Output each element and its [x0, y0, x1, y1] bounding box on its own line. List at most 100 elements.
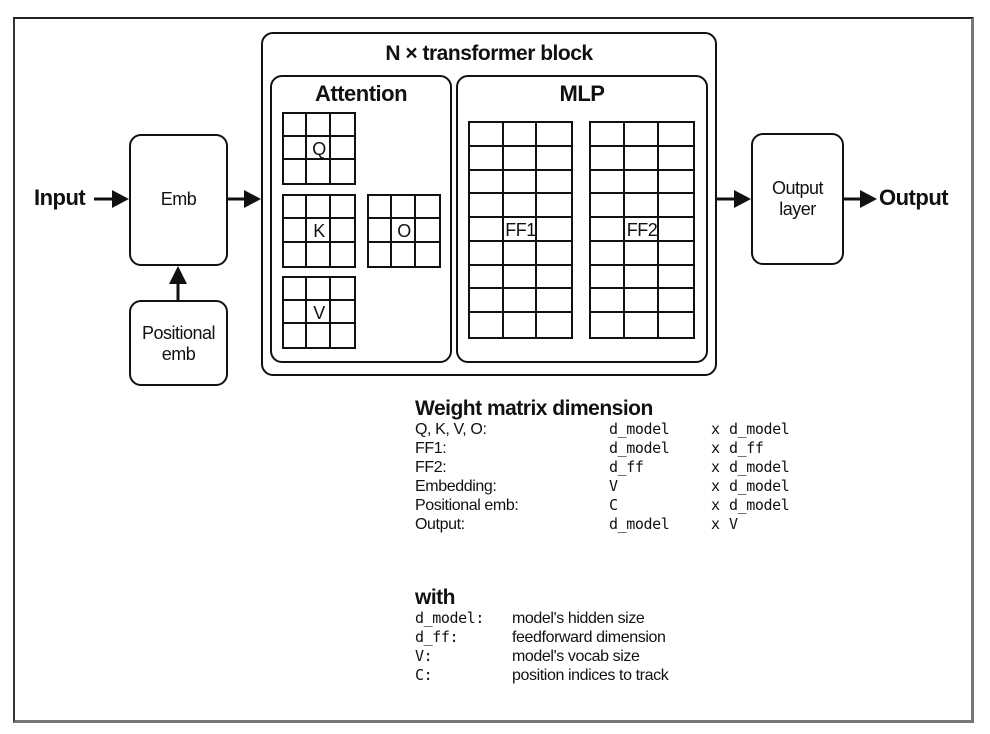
matrix-name: FF1: [415, 440, 447, 457]
arrow-positional-to-emb [169, 266, 187, 300]
output-label: Output [879, 185, 949, 210]
ff2-matrix-label: FF2 [626, 220, 658, 240]
attention-title: Attention [314, 81, 408, 106]
meaning: feedforward dimension [512, 629, 666, 646]
matrix-cell [307, 301, 331, 324]
matrix-cell [659, 289, 693, 314]
matrix-cell [625, 123, 659, 147]
positional-emb-label-line2: emb [161, 344, 196, 364]
matrix-cell [331, 324, 354, 347]
definitions-title: with [415, 586, 456, 609]
matrix-cell [625, 289, 659, 314]
symbol: d_ff: [415, 628, 459, 646]
dim2: V [729, 515, 738, 533]
matrix-cell [307, 324, 331, 347]
input-label: Input [34, 185, 86, 210]
matrix-cell [307, 114, 331, 137]
dim2: d_model [729, 477, 790, 495]
emb-label: Emb [160, 189, 197, 209]
matrix-cell [470, 218, 504, 242]
matrix-cell [369, 242, 393, 266]
matrix-cell [470, 194, 504, 219]
matrix-cell [659, 194, 693, 219]
matrix-cell [537, 194, 571, 219]
matrix-cell [284, 242, 308, 266]
matrix-cell [591, 170, 625, 195]
matrix-cell [625, 265, 659, 290]
dim1: d_model [609, 439, 670, 457]
matrix-name: Embedding: [415, 478, 497, 495]
matrix-cell [331, 160, 354, 183]
matrix-cell [330, 196, 354, 220]
matrix-cell [503, 289, 538, 314]
matrix-cell [470, 241, 504, 266]
matrix-cell [537, 266, 571, 290]
definition-row: d_model:model's hidden size [415, 609, 835, 628]
matrix-cell [537, 218, 571, 242]
matrix-cell [503, 146, 538, 171]
matrix-cell [537, 123, 571, 147]
q-matrix-label: Q [312, 138, 326, 159]
matrix-cell [307, 160, 331, 183]
arrow-output-layer-to-output [844, 190, 877, 208]
dim2: d_model [729, 458, 790, 476]
matrix-cell [284, 160, 308, 183]
transformer-block-title: N × transformer block [385, 42, 593, 65]
matrix-cell [470, 123, 504, 147]
matrix-cell [625, 194, 659, 219]
matrix-cell [392, 219, 416, 243]
matrix-cell [330, 301, 354, 324]
symbol: d_model: [415, 609, 485, 627]
o-matrix [367, 194, 441, 268]
matrix-cell [503, 241, 538, 266]
positional-emb-box: Positional emb [129, 300, 228, 386]
dim2: d_model [729, 496, 790, 514]
times-sign: x [711, 477, 720, 495]
k-matrix [282, 194, 356, 268]
matrix-cell [503, 194, 538, 219]
matrix-cell [307, 196, 331, 220]
matrix-cell [537, 171, 571, 195]
matrix-cell [392, 242, 416, 266]
matrix-cell [330, 219, 354, 243]
output-layer-label-line1: Output [771, 178, 824, 198]
dim2: d_model [729, 420, 790, 438]
matrix-cell [659, 123, 693, 147]
meaning: model's vocab size [512, 648, 640, 665]
arrow-transformer-to-output-layer [717, 190, 751, 208]
matrix-cell [537, 313, 571, 337]
matrix-cell [625, 170, 659, 195]
definition-row: V:model's vocab size [415, 647, 835, 666]
ff1-matrix [468, 121, 573, 339]
matrix-cell [625, 241, 659, 266]
matrix-cell [470, 289, 504, 314]
definition-row: d_ff: feedforward dimension [415, 628, 835, 647]
matrix-cell [330, 278, 354, 301]
mlp-title: MLP [559, 81, 605, 106]
matrix-cell [591, 146, 625, 171]
matrix-cell [503, 123, 538, 147]
arrow-input-to-emb [94, 190, 129, 208]
o-matrix-label: O [397, 221, 411, 241]
matrix-cell [284, 114, 308, 137]
times-sign: x [711, 458, 720, 476]
q-matrix [282, 112, 356, 185]
matrix-cell [284, 137, 308, 160]
ff2-matrix [589, 121, 695, 339]
matrix-cell [307, 137, 331, 160]
symbol: C: [415, 666, 433, 684]
output-layer-box: Output layer [751, 133, 844, 265]
matrix-cell [284, 278, 308, 301]
weight-dimension-title: Weight matrix dimension [415, 397, 653, 420]
matrix-cell [470, 146, 504, 171]
matrix-cell [284, 324, 308, 347]
matrix-cell [284, 219, 308, 243]
matrix-cell [591, 218, 625, 242]
matrix-cell [369, 219, 393, 243]
dim1: d_ff [609, 458, 644, 476]
